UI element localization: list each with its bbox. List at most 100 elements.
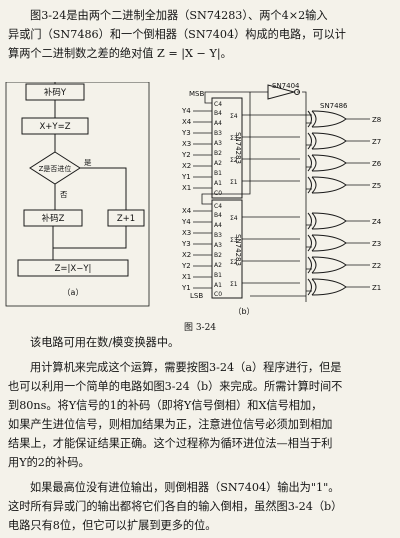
output-wires [346,118,370,288]
pin-label: C4 [214,101,222,108]
body-line: 如果最高位没有进位输出，则倒相器（SN7404）输出为"1"。 [30,481,340,494]
pin-label: A3 [214,242,222,249]
flow-decision-text: Z是否进位 [39,164,72,173]
pin-label: B1 [214,170,222,177]
flow-connector [80,167,127,210]
circuit: MSB LSB （b） Y4 X4 Y3 X3 Y2 X2 Y1 X1 X4 Y… [181,82,382,316]
flow-box-complement-y-text: 补码Y [44,87,67,98]
output-label: Z7 [372,138,381,146]
input-label: X1 [182,273,191,281]
output-label: Z6 [372,160,382,168]
flowchart-frame [5,82,150,307]
pin-label: A4 [214,222,222,229]
input-label: Y4 [181,218,191,226]
pin-label: A3 [214,140,222,147]
flow-no-label: 否 [60,190,68,199]
msb-label: MSB [189,90,204,98]
input-label: X2 [182,162,191,170]
pin-label: Σ4 [230,215,238,222]
pin-label: Σ1 [230,281,238,288]
body-paragraph-2: 用计算机来完成这个运算，需要按图3-24（a）程序进行，但是 也可以利用一个简单… [8,358,392,472]
inputs-bottom: X4 Y4 X3 Y3 X2 Y2 X1 Y1 [181,207,192,292]
input-label: Y4 [181,107,191,115]
figure-caption: 图 3-24 [183,323,217,333]
pin-label: A2 [214,262,222,269]
body-line: 到80ns。将Y信号的1的补码（即将Y信号倒相）和X信号相加， [8,399,323,412]
output-label: Z8 [372,116,381,124]
adder-chip-top [211,97,243,199]
input-label: Y2 [181,262,191,270]
xor-gate [307,256,347,274]
pin-label: A2 [214,160,222,167]
pin-label: B3 [214,130,222,137]
pin-label: A4 [214,120,222,127]
pin-label: Σ1 [230,179,238,186]
pin-label: C0 [214,190,222,197]
adder-pins-top: C4 B4 A4 B3 A3 B2 A2 B1 A1 C0 [214,101,222,197]
flow-box-result [17,259,129,277]
output-label: Z3 [372,240,381,248]
xor-gate [307,212,347,230]
pin-label: B1 [214,272,222,279]
outputs: Z8 Z7 Z6 Z5 Z4 Z3 Z2 Z1 [372,116,382,292]
figure-3-24: 补码Y X+Y=Z Z是否进位 是 否 补码Z Z+1 Z=|X−Y| （a） … [5,82,382,316]
carry-wiring [201,91,312,302]
body-line: 结果上，才能保证结果正确。这个过程称为循环进位法—相当于利 [8,437,333,450]
pin-label: A1 [214,180,222,187]
xor-label: SN7486 [320,102,348,110]
adder-label-top: SN74283 [234,132,242,164]
input-label: X4 [182,207,192,215]
adder-label-bottom: SN74283 [234,234,242,266]
pin-label: B4 [214,110,222,117]
input-label: Y1 [181,173,191,181]
xor-gate [307,278,347,296]
body-line: 电路只有8位，但它可以扩展到更多的位。 [8,519,217,532]
inputs-top: Y4 X4 Y3 X3 Y2 X2 Y1 X1 [181,107,192,192]
intro-paragraph: 图3-24是由两个二进制全加器（SN74283）、两个4×2输入 异或门（SN7… [8,6,392,63]
input-wires [193,110,212,289]
pin-label: C4 [214,203,222,210]
xor-gate [307,154,347,172]
input-label: Y3 [181,240,191,248]
intro-line-2: 异或门（SN7486）和一个倒相器（SN7404）构成的电路，可以计 [8,28,346,41]
pin-label: B4 [214,212,222,219]
xor-gate [307,132,347,150]
lsb-label: LSB [190,292,203,300]
pin-label: B3 [214,232,222,239]
pin-label: C0 [214,291,222,298]
pin-label: Σ2 [230,157,238,164]
flow-box-complement-z-text: 补码Z [42,213,65,224]
body-line: 该电路可用在数/模变换器中。 [30,336,180,349]
pin-label: B2 [214,150,222,157]
flow-connector [53,226,127,249]
pin-label: B2 [214,252,222,259]
body-paragraph-3: 如果最高位没有进位输出，则倒相器（SN7404）输出为"1"。 这时所有异或门的… [8,478,392,535]
inverter-gate [267,84,300,100]
input-label: X4 [182,118,192,126]
flowchart-caption: （a） [63,288,84,297]
sum-pins: Σ4 Σ3 Σ2 Σ1 Σ4 Σ3 Σ2 Σ1 [230,113,238,288]
output-label: Z2 [372,262,381,270]
inverter-label: SN7404 [272,82,300,90]
pin-label: Σ2 [230,259,238,266]
body-line: 如果产生进位信号，则相加结果为正，注意进位信号必须加到相加 [8,418,333,431]
pin-label: Σ3 [230,135,238,142]
input-label: X1 [182,184,191,192]
flowchart: 补码Y X+Y=Z Z是否进位 是 否 补码Z Z+1 Z=|X−Y| （a） [5,82,150,307]
output-label: Z4 [372,218,382,226]
pin-label: Σ3 [230,237,238,244]
pin-label: A1 [214,282,222,289]
input-label: X3 [182,229,191,237]
xor-gate [307,110,347,128]
body-line: 用Y的2的补码。 [8,456,90,469]
flow-yes-label: 是 [84,158,92,167]
output-label: Z5 [372,182,381,190]
adder-chip-bottom [211,199,243,299]
input-label: Y1 [181,284,191,292]
circuit-caption: （b） [233,307,254,316]
xor-gates [307,110,347,296]
output-label: Z1 [372,284,381,292]
adder-pins-bottom: C4 B4 A4 B3 A3 B2 A2 B1 A1 C0 [214,203,222,298]
input-label: X2 [182,251,191,259]
body-line: 这时所有异或门的输出都将它们各自的输入倒相，虽然图3-24（b） [8,500,343,513]
